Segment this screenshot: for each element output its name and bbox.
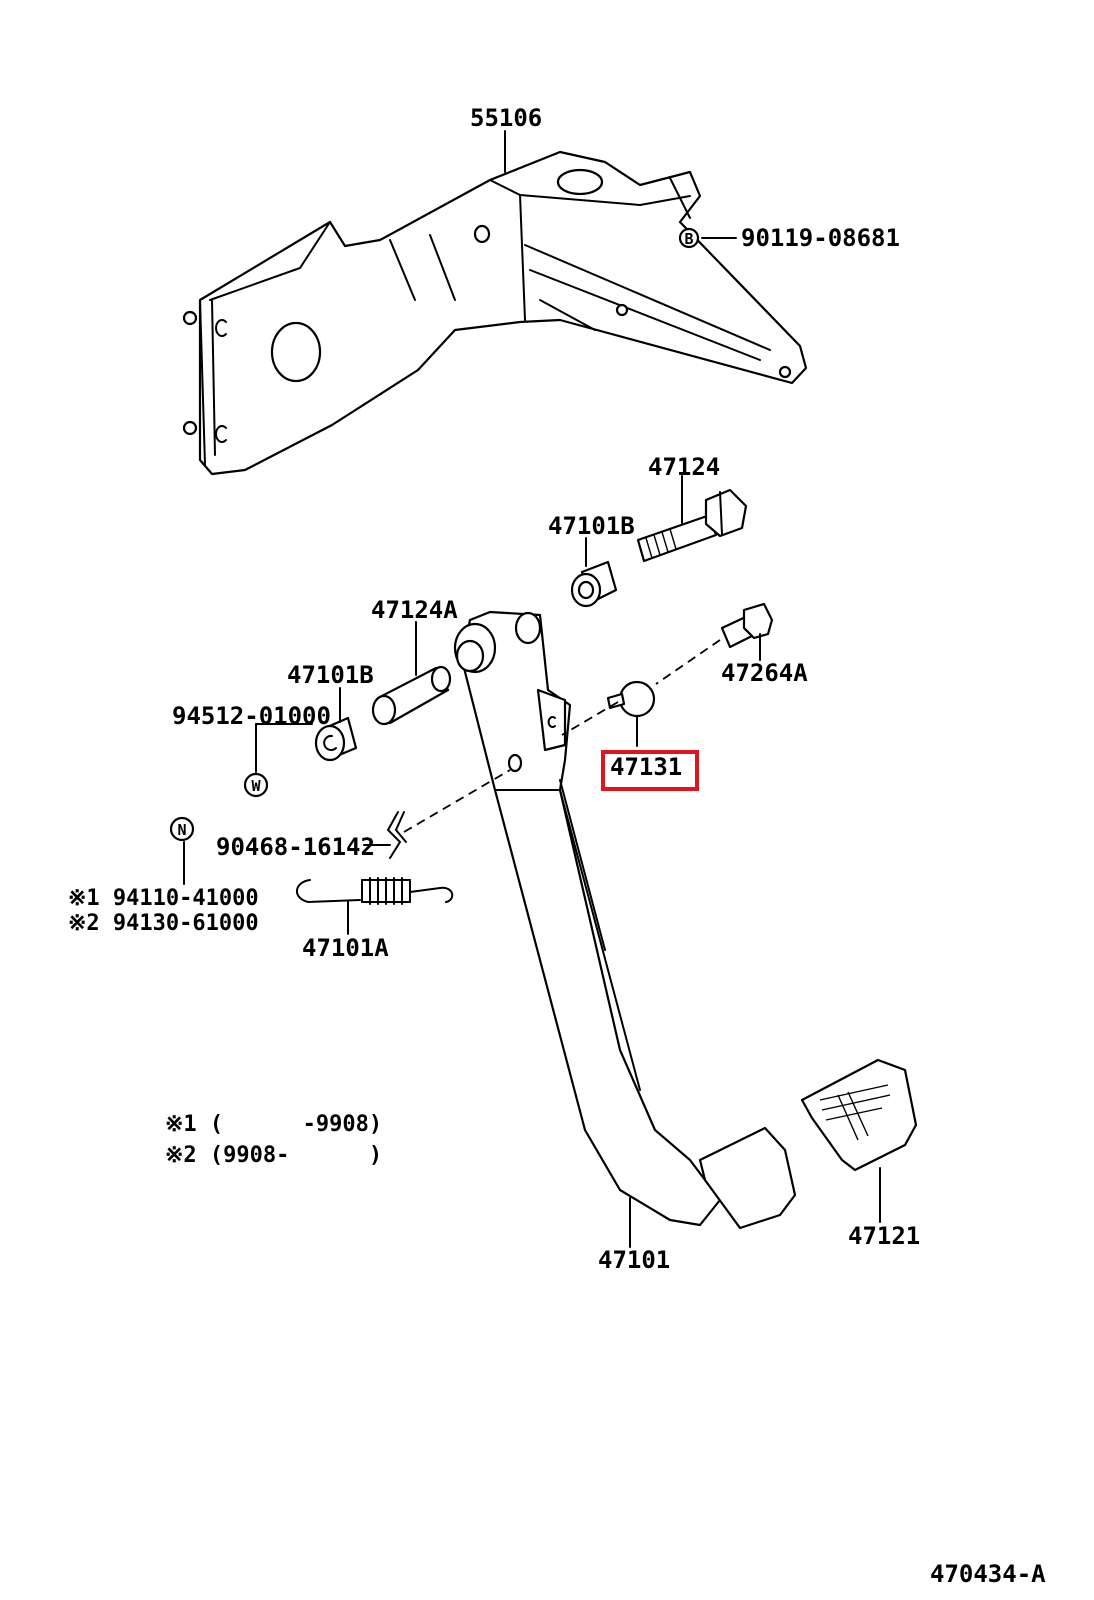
label-94130-61000: ※2 94130-61000 (68, 911, 259, 936)
label-47264a: 47264A (721, 659, 808, 687)
bushing-upper (570, 560, 618, 608)
label-94110-41000: ※1 94110-41000 (68, 886, 259, 911)
pedal-pad (800, 1058, 918, 1172)
symbol-b-text: B (684, 230, 693, 248)
leader-lines (183, 130, 881, 1248)
note-2: ※2 (9908- ) (165, 1143, 382, 1168)
label-47124a: 47124A (371, 596, 458, 624)
diagram-code: 470434-A (930, 1560, 1046, 1588)
label-47131: 47131 (610, 753, 682, 781)
note-1: ※1 ( -9908) (165, 1112, 382, 1137)
label-47101b-left: 47101B (287, 661, 374, 689)
highlight-box-47131 (601, 750, 699, 791)
dashed-line-cushion (561, 701, 619, 736)
return-spring (296, 877, 454, 905)
symbol-w: W (243, 772, 269, 798)
stopper-bolt (720, 602, 774, 649)
symbol-n-text: N (177, 821, 186, 839)
dashed-line-stopper (655, 639, 721, 685)
label-47101b-upper: 47101B (548, 512, 635, 540)
label-94512-01000: 94512-01000 (172, 702, 331, 730)
label-47101a: 47101A (302, 934, 389, 962)
clutch-pedal-arm (453, 610, 797, 1230)
label-47101: 47101 (598, 1246, 670, 1274)
pivot-pin (371, 665, 452, 726)
dashed-line-retainer (403, 769, 511, 833)
symbol-w-text: W (251, 777, 261, 795)
symbol-n: N (169, 816, 195, 842)
label-47121: 47121 (848, 1222, 920, 1250)
pivot-bolt (636, 488, 748, 563)
label-90468-16142: 90468-16142 (216, 833, 375, 861)
bushing-left (314, 716, 358, 762)
label-47124: 47124 (648, 453, 720, 481)
label-55106: 55106 (470, 104, 542, 132)
cushion-stopper (606, 680, 656, 718)
label-90119-08681: 90119-08681 (741, 224, 900, 252)
retainer-clip (386, 811, 407, 859)
pedal-bracket (182, 150, 808, 476)
symbol-b: B (678, 227, 700, 249)
